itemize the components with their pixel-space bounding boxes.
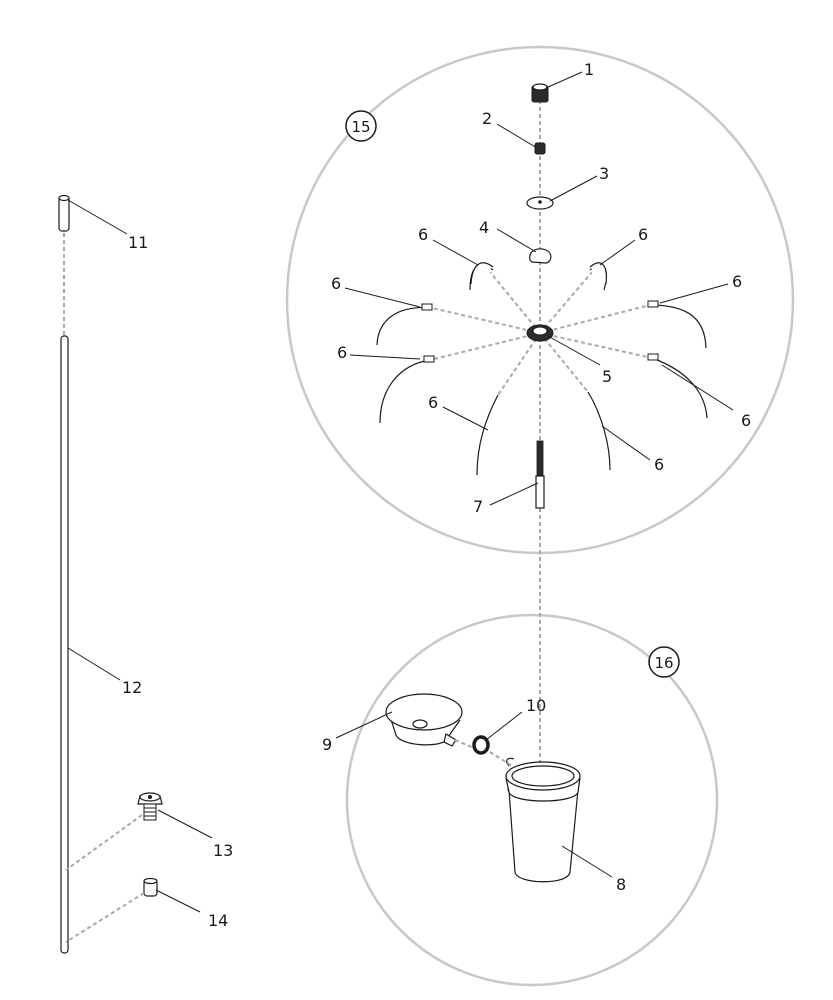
callout-6-d: 6: [732, 272, 742, 291]
callout-8: 8: [616, 875, 626, 894]
callout-6-a: 6: [418, 225, 428, 244]
detail-badge-16: [648, 646, 680, 678]
part-14-end-cap: 14: [65, 877, 228, 943]
detail-badge-15-label: 15: [351, 118, 370, 136]
callout-13: 13: [213, 841, 233, 860]
callout-11: 11: [128, 233, 148, 252]
detail-badge-16-label: 16: [654, 654, 673, 672]
callout-10: 10: [526, 696, 546, 715]
rib-axes: [429, 271, 653, 396]
callout-1: 1: [584, 60, 594, 79]
callout-7: 7: [473, 497, 483, 516]
callout-6-f: 6: [741, 411, 751, 430]
callout-14: 14: [208, 911, 228, 930]
callout-6-c: 6: [331, 274, 341, 293]
part-13-threaded-fitting: 13: [65, 792, 233, 871]
part-10-ring: 10: [472, 696, 546, 755]
callout-6-h: 6: [654, 455, 664, 474]
part-5-hub: 5: [526, 324, 612, 386]
part-1-top-cap: 1: [531, 60, 594, 103]
callout-3: 3: [599, 164, 609, 183]
callout-12: 12: [122, 678, 142, 697]
detail-badge-15: [345, 110, 377, 142]
callout-5: 5: [602, 367, 612, 386]
part-6-ribs: 6 6 6 6 6 6 6 6: [331, 225, 751, 476]
part-12-pole: 12: [60, 335, 142, 954]
callout-4: 4: [479, 218, 489, 237]
part-4-clip-ring: 4: [479, 218, 552, 264]
part-11-pole-cap: 11: [58, 194, 148, 252]
callout-9: 9: [322, 735, 332, 754]
part-2-nut: 2: [482, 109, 546, 155]
part-9-funnel-lid: 9: [322, 693, 513, 767]
part-8-cup: 8: [505, 757, 626, 894]
callout-6-g: 6: [428, 393, 438, 412]
callout-6-e: 6: [337, 343, 347, 362]
part-7-threaded-rod: 7: [473, 440, 545, 516]
callout-2: 2: [482, 109, 492, 128]
detail-view-16: 16: [345, 613, 719, 987]
callout-6-b: 6: [638, 225, 648, 244]
part-3-washer: 3: [526, 164, 609, 210]
